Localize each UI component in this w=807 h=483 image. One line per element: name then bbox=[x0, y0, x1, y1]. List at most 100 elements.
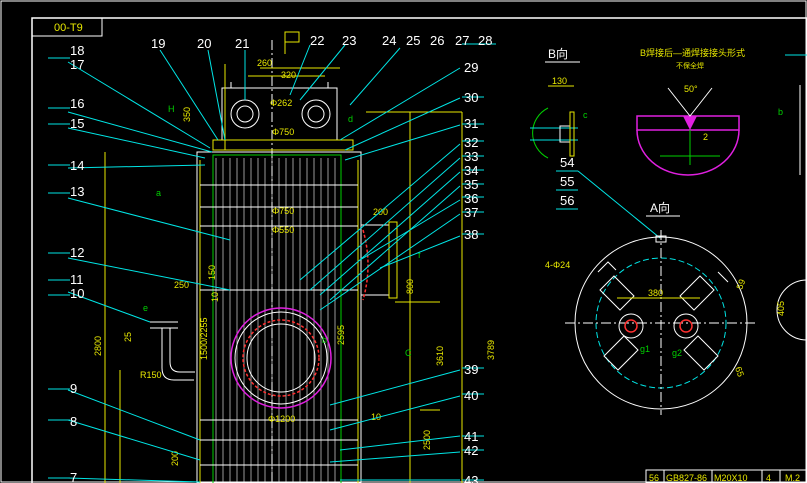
mark-c-small: c bbox=[583, 110, 588, 120]
weld-angle: 50° bbox=[684, 84, 698, 94]
tb-code: 56 bbox=[649, 473, 659, 483]
dim-405: 405 bbox=[776, 301, 786, 316]
weld-detail-title: B焊接后—通焊接接头形式 bbox=[640, 47, 745, 58]
dim-3789: 3789 bbox=[486, 340, 496, 360]
dim-350: 350 bbox=[182, 107, 192, 122]
label-12: 12 bbox=[70, 245, 84, 260]
view-a-detail: 54 55 56 A向 380 4-Φ24 g1 g2 59 65 405 bbox=[545, 155, 807, 415]
sheet-inner-border bbox=[31, 17, 807, 483]
mark-b-right: b bbox=[778, 107, 783, 117]
label-54: 54 bbox=[560, 155, 574, 170]
title-block: 56 GB827-86 M20X10 4 M.2 bbox=[645, 469, 807, 483]
label-20: 20 bbox=[197, 36, 211, 51]
view-b-detail: B向 130 c bbox=[530, 46, 588, 159]
label-30: 30 bbox=[464, 90, 478, 105]
leader-labels-left: 18 17 16 15 14 13 12 11 10 9 8 7 bbox=[70, 43, 84, 483]
label-21: 21 bbox=[235, 36, 249, 51]
dim-59: 59 bbox=[734, 278, 747, 291]
label-35: 35 bbox=[464, 177, 478, 192]
dim-r150: R150 bbox=[140, 370, 162, 380]
label-40: 40 bbox=[464, 388, 478, 403]
mark-f: f bbox=[418, 250, 421, 260]
right-edge-partial: b bbox=[778, 54, 807, 175]
label-16: 16 bbox=[70, 96, 84, 111]
dim-260: 260 bbox=[257, 58, 272, 68]
dim-4-phi24: 4-Φ24 bbox=[545, 260, 570, 270]
vessel-main-view bbox=[104, 31, 463, 483]
mark-a: a bbox=[156, 188, 161, 198]
label-41: 41 bbox=[464, 429, 478, 444]
dim-130: 130 bbox=[552, 76, 567, 86]
label-42: 42 bbox=[464, 443, 478, 458]
dim-150: 150 bbox=[207, 265, 217, 280]
dim-2: 2 bbox=[703, 132, 708, 142]
dim-phi550: Φ550 bbox=[272, 225, 294, 235]
label-15: 15 bbox=[70, 116, 84, 131]
dim-3610: 3610 bbox=[435, 346, 445, 366]
dim-200b: 200 bbox=[170, 451, 180, 466]
tb-std: GB827-86 bbox=[666, 473, 707, 483]
leader-labels-right: 29 30 31 32 33 34 35 36 37 38 39 40 41 4… bbox=[464, 60, 478, 483]
tb-part: M20X10 bbox=[714, 473, 748, 483]
label-36: 36 bbox=[464, 191, 478, 206]
label-56: 56 bbox=[560, 193, 574, 208]
label-9: 9 bbox=[70, 381, 77, 396]
drawing-id: 00-T9 bbox=[54, 22, 83, 34]
label-11: 11 bbox=[70, 272, 84, 287]
label-27: 27 bbox=[455, 33, 469, 48]
tb-mat: M.2 bbox=[785, 473, 800, 483]
label-24: 24 bbox=[382, 33, 396, 48]
dim-65: 65 bbox=[733, 365, 746, 378]
label-29: 29 bbox=[464, 60, 478, 75]
dim-800: 800 bbox=[405, 279, 415, 294]
label-26: 26 bbox=[430, 33, 444, 48]
view-a-title: A向 bbox=[650, 200, 670, 215]
leader-lines bbox=[48, 43, 496, 483]
mark-g1: g1 bbox=[640, 344, 650, 354]
leader-labels-top: 19 20 21 22 23 24 25 26 27 28 bbox=[151, 33, 492, 51]
mark-e: e bbox=[143, 303, 148, 313]
dim-1500-2255: 1500/2255 bbox=[199, 317, 209, 360]
label-23: 23 bbox=[342, 33, 356, 48]
label-18: 18 bbox=[70, 43, 84, 58]
label-10: 10 bbox=[70, 286, 84, 301]
label-37: 37 bbox=[464, 205, 478, 220]
dim-phi262: Φ262 bbox=[270, 98, 292, 108]
tb-qty: 4 bbox=[766, 473, 771, 483]
label-33: 33 bbox=[464, 149, 478, 164]
label-32: 32 bbox=[464, 135, 478, 150]
dim-380: 380 bbox=[648, 288, 663, 298]
label-55: 55 bbox=[560, 174, 574, 189]
dim-320: 320 bbox=[281, 70, 296, 80]
label-14: 14 bbox=[70, 158, 84, 173]
mark-g2: g2 bbox=[672, 348, 682, 358]
label-22: 22 bbox=[310, 33, 324, 48]
label-34: 34 bbox=[464, 163, 478, 178]
label-19: 19 bbox=[151, 36, 165, 51]
label-17: 17 bbox=[70, 57, 84, 72]
weld-detail: B焊接后—通焊接接头形式 不保全焊 50° 2 bbox=[636, 47, 745, 176]
dim-10: 10 bbox=[210, 292, 220, 302]
label-39: 39 bbox=[464, 362, 478, 377]
main-dimensions: 260 320 Φ262 Φ750 Φ750 Φ550 350 200 800 … bbox=[93, 58, 496, 466]
label-38: 38 bbox=[464, 227, 478, 242]
label-31: 31 bbox=[464, 116, 478, 131]
label-7: 7 bbox=[70, 470, 77, 483]
view-b-title: B向 bbox=[548, 46, 568, 61]
label-43: 43 bbox=[464, 473, 478, 483]
dim-phi750-mid: Φ750 bbox=[272, 206, 294, 216]
label-28: 28 bbox=[478, 33, 492, 48]
mark-b: b bbox=[322, 335, 327, 345]
dim-2800: 2800 bbox=[93, 336, 103, 356]
drawing-id-box bbox=[31, 17, 103, 37]
label-25: 25 bbox=[406, 33, 420, 48]
mark-c: C bbox=[405, 348, 412, 358]
dim-10b: 10 bbox=[371, 412, 381, 422]
label-8: 8 bbox=[70, 414, 77, 429]
weld-detail-note: 不保全焊 bbox=[676, 61, 704, 70]
dim-250: 250 bbox=[174, 280, 189, 290]
mark-d: d bbox=[348, 114, 353, 124]
mark-h: H bbox=[168, 104, 175, 114]
